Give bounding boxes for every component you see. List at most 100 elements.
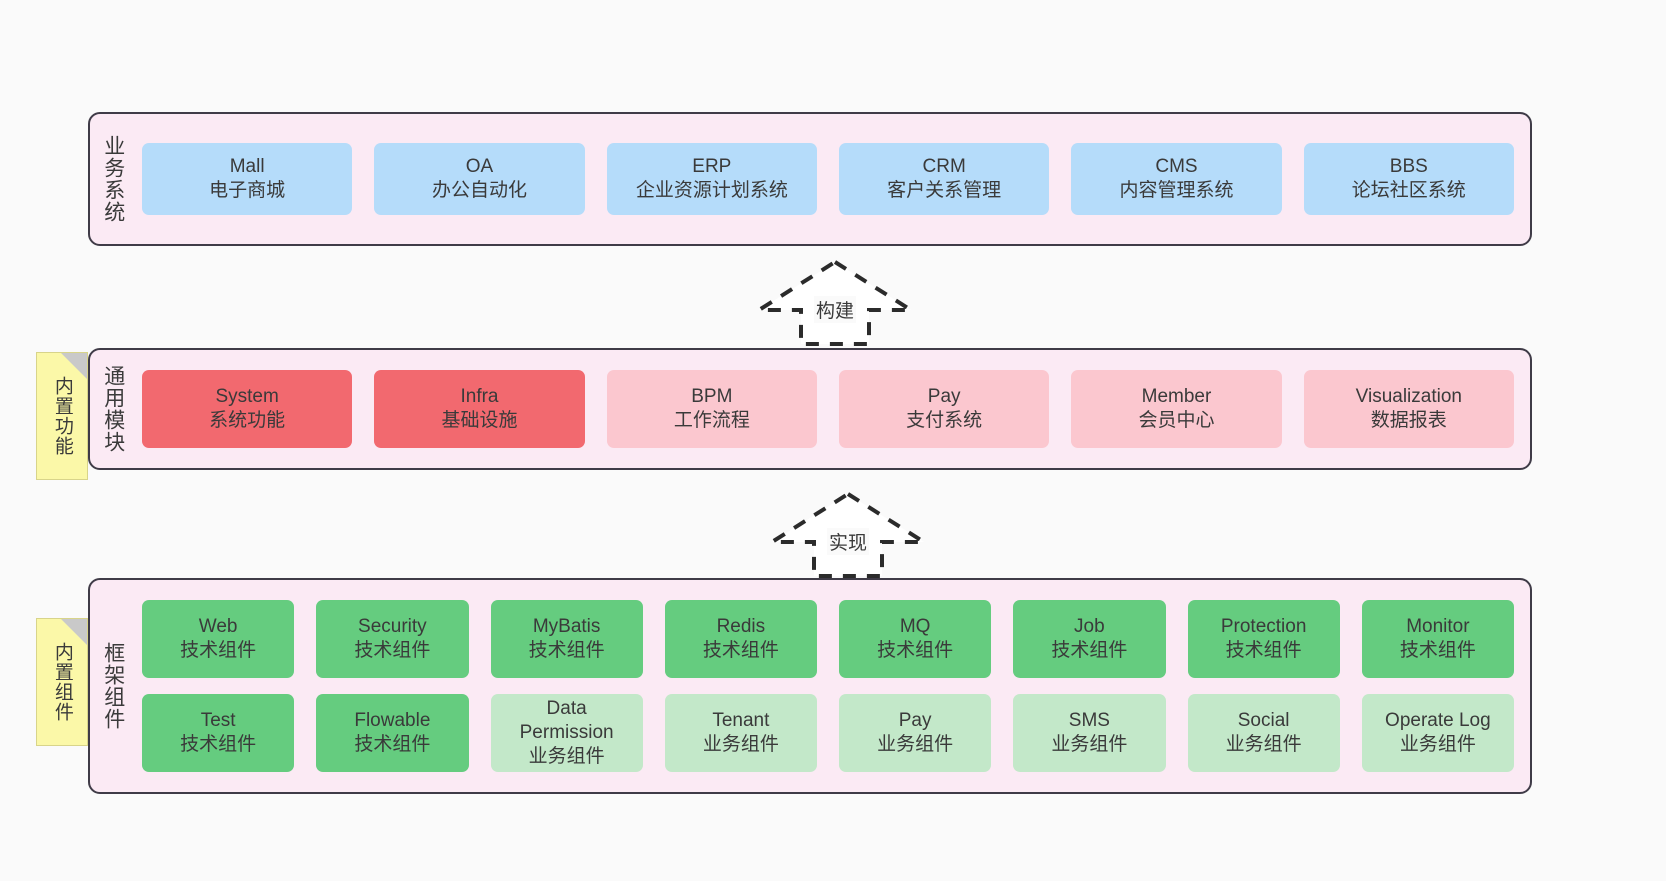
node-subtitle: 技术组件 (702, 640, 779, 661)
node-title: System (215, 385, 279, 407)
node-title: Web (198, 615, 238, 637)
node-test[interactable]: Test 技术组件 (142, 694, 295, 772)
layer-body-modules: System 系统功能 Infra 基础设施 BPM 工作流程 Pay 支付系统… (136, 350, 1530, 468)
layer-title-modules: 通用模块 (101, 365, 125, 453)
note-builtin-components: 内置组件 (36, 618, 88, 746)
node-title: OA (465, 155, 494, 177)
note-label: 内置组件 (51, 642, 73, 722)
node-subtitle: 工作流程 (673, 410, 750, 431)
node-oa[interactable]: OA 办公自动化 (374, 143, 585, 215)
node-protection[interactable]: Protection 技术组件 (1187, 600, 1340, 678)
node-title: CRM (922, 155, 966, 177)
layer-business-systems: 业务系统 Mall 电子商城 OA 办公自动化 ERP 企业资源计划系统 CRM… (88, 112, 1532, 246)
node-subtitle: 技术组件 (1399, 640, 1476, 661)
arrow-implement-label: 实现 (826, 528, 870, 555)
node-title: MyBatis (532, 615, 601, 637)
node-title: Data Permission (519, 697, 614, 743)
node-mybatis[interactable]: MyBatis 技术组件 (490, 600, 643, 678)
node-subtitle: 业务组件 (702, 734, 779, 755)
layer-common-modules: 通用模块 System 系统功能 Infra 基础设施 BPM 工作流程 Pay… (88, 348, 1532, 470)
folded-corner-icon (61, 353, 87, 379)
layer-title-business: 业务系统 (101, 135, 125, 223)
node-subtitle: 技术组件 (877, 640, 954, 661)
node-sms[interactable]: SMS 业务组件 (1013, 694, 1166, 772)
node-title: Infra (460, 385, 499, 407)
node-title: Security (358, 615, 427, 637)
node-title: Tenant (712, 709, 770, 731)
node-pay-component[interactable]: Pay 业务组件 (839, 694, 992, 772)
node-mq[interactable]: MQ 技术组件 (839, 600, 992, 678)
node-title: ERP (692, 155, 732, 177)
layer-title-framework: 框架组件 (101, 642, 125, 730)
arrow-build: 构建 (752, 258, 918, 346)
node-member[interactable]: Member 会员中心 (1071, 370, 1282, 448)
node-erp[interactable]: ERP 企业资源计划系统 (606, 143, 817, 215)
node-subtitle: 电子商城 (209, 180, 286, 201)
node-bpm[interactable]: BPM 工作流程 (606, 370, 817, 448)
node-subtitle: 业务组件 (528, 746, 605, 768)
node-redis[interactable]: Redis 技术组件 (664, 600, 817, 678)
node-title: Flowable (354, 709, 431, 731)
node-subtitle: 业务组件 (877, 734, 954, 755)
node-subtitle: 技术组件 (180, 640, 257, 661)
node-title: SMS (1068, 709, 1110, 731)
node-tenant[interactable]: Tenant 业务组件 (664, 694, 817, 772)
layer-framework-components: 框架组件 Web 技术组件 Security 技术组件 MyBatis 技术组件… (88, 578, 1532, 794)
node-title: Protection (1220, 615, 1307, 637)
node-title: Job (1074, 615, 1105, 637)
node-title: Visualization (1355, 385, 1462, 407)
node-subtitle: 基础设施 (441, 410, 518, 431)
node-title: MQ (899, 615, 931, 637)
node-subtitle: 业务组件 (1051, 734, 1128, 755)
arrow-implement: 实现 (765, 490, 931, 578)
node-web[interactable]: Web 技术组件 (142, 600, 295, 678)
node-subtitle: 技术组件 (1051, 640, 1128, 661)
layer-framework-row-1: Web 技术组件 Security 技术组件 MyBatis 技术组件 Redi… (142, 600, 1514, 678)
node-subtitle: 业务组件 (1399, 734, 1476, 755)
node-title: Monitor (1406, 615, 1470, 637)
node-title: Test (200, 709, 236, 731)
node-subtitle: 论坛社区系统 (1351, 180, 1466, 201)
node-data-permission[interactable]: Data Permission 业务组件 (490, 694, 643, 772)
node-title: Operate Log (1385, 709, 1491, 731)
node-title: CMS (1155, 155, 1198, 177)
node-social[interactable]: Social 业务组件 (1187, 694, 1340, 772)
node-subtitle: 技术组件 (354, 640, 431, 661)
layer-body-framework: Web 技术组件 Security 技术组件 MyBatis 技术组件 Redi… (136, 580, 1530, 792)
layer-body-business: Mall 电子商城 OA 办公自动化 ERP 企业资源计划系统 CRM 客户关系… (136, 114, 1530, 244)
node-subtitle: 支付系统 (906, 410, 983, 431)
node-subtitle: 技术组件 (1225, 640, 1302, 661)
node-title: BPM (691, 385, 733, 407)
node-subtitle: 客户关系管理 (887, 180, 1002, 201)
node-subtitle: 数据报表 (1370, 410, 1447, 431)
node-visualization[interactable]: Visualization 数据报表 (1303, 370, 1514, 448)
node-title: Mall (229, 155, 265, 177)
node-subtitle: 系统功能 (209, 410, 286, 431)
note-label: 内置功能 (51, 376, 73, 456)
node-title: Pay (898, 709, 932, 731)
node-crm[interactable]: CRM 客户关系管理 (838, 143, 1050, 215)
node-operate-log[interactable]: Operate Log 业务组件 (1361, 694, 1514, 772)
node-security[interactable]: Security 技术组件 (316, 600, 469, 678)
node-monitor[interactable]: Monitor 技术组件 (1361, 600, 1514, 678)
node-title: Redis (716, 615, 766, 637)
node-subtitle: 办公自动化 (431, 180, 527, 201)
node-subtitle: 技术组件 (528, 640, 605, 661)
node-mall[interactable]: Mall 电子商城 (142, 143, 353, 215)
node-cms[interactable]: CMS 内容管理系统 (1071, 143, 1282, 215)
node-title: Member (1141, 385, 1212, 407)
folded-corner-icon (61, 619, 87, 645)
node-system[interactable]: System 系统功能 (142, 370, 353, 448)
node-subtitle: 会员中心 (1138, 410, 1215, 431)
node-infra[interactable]: Infra 基础设施 (374, 370, 585, 448)
layer-modules-row: System 系统功能 Infra 基础设施 BPM 工作流程 Pay 支付系统… (142, 370, 1514, 448)
node-bbs[interactable]: BBS 论坛社区系统 (1303, 143, 1514, 215)
node-subtitle: 业务组件 (1225, 734, 1302, 755)
arrow-build-label: 构建 (813, 296, 857, 323)
node-flowable[interactable]: Flowable 技术组件 (316, 694, 469, 772)
node-pay-module[interactable]: Pay 支付系统 (838, 370, 1050, 448)
node-subtitle: 技术组件 (354, 734, 431, 755)
node-job[interactable]: Job 技术组件 (1013, 600, 1166, 678)
note-builtin-features: 内置功能 (36, 352, 88, 480)
